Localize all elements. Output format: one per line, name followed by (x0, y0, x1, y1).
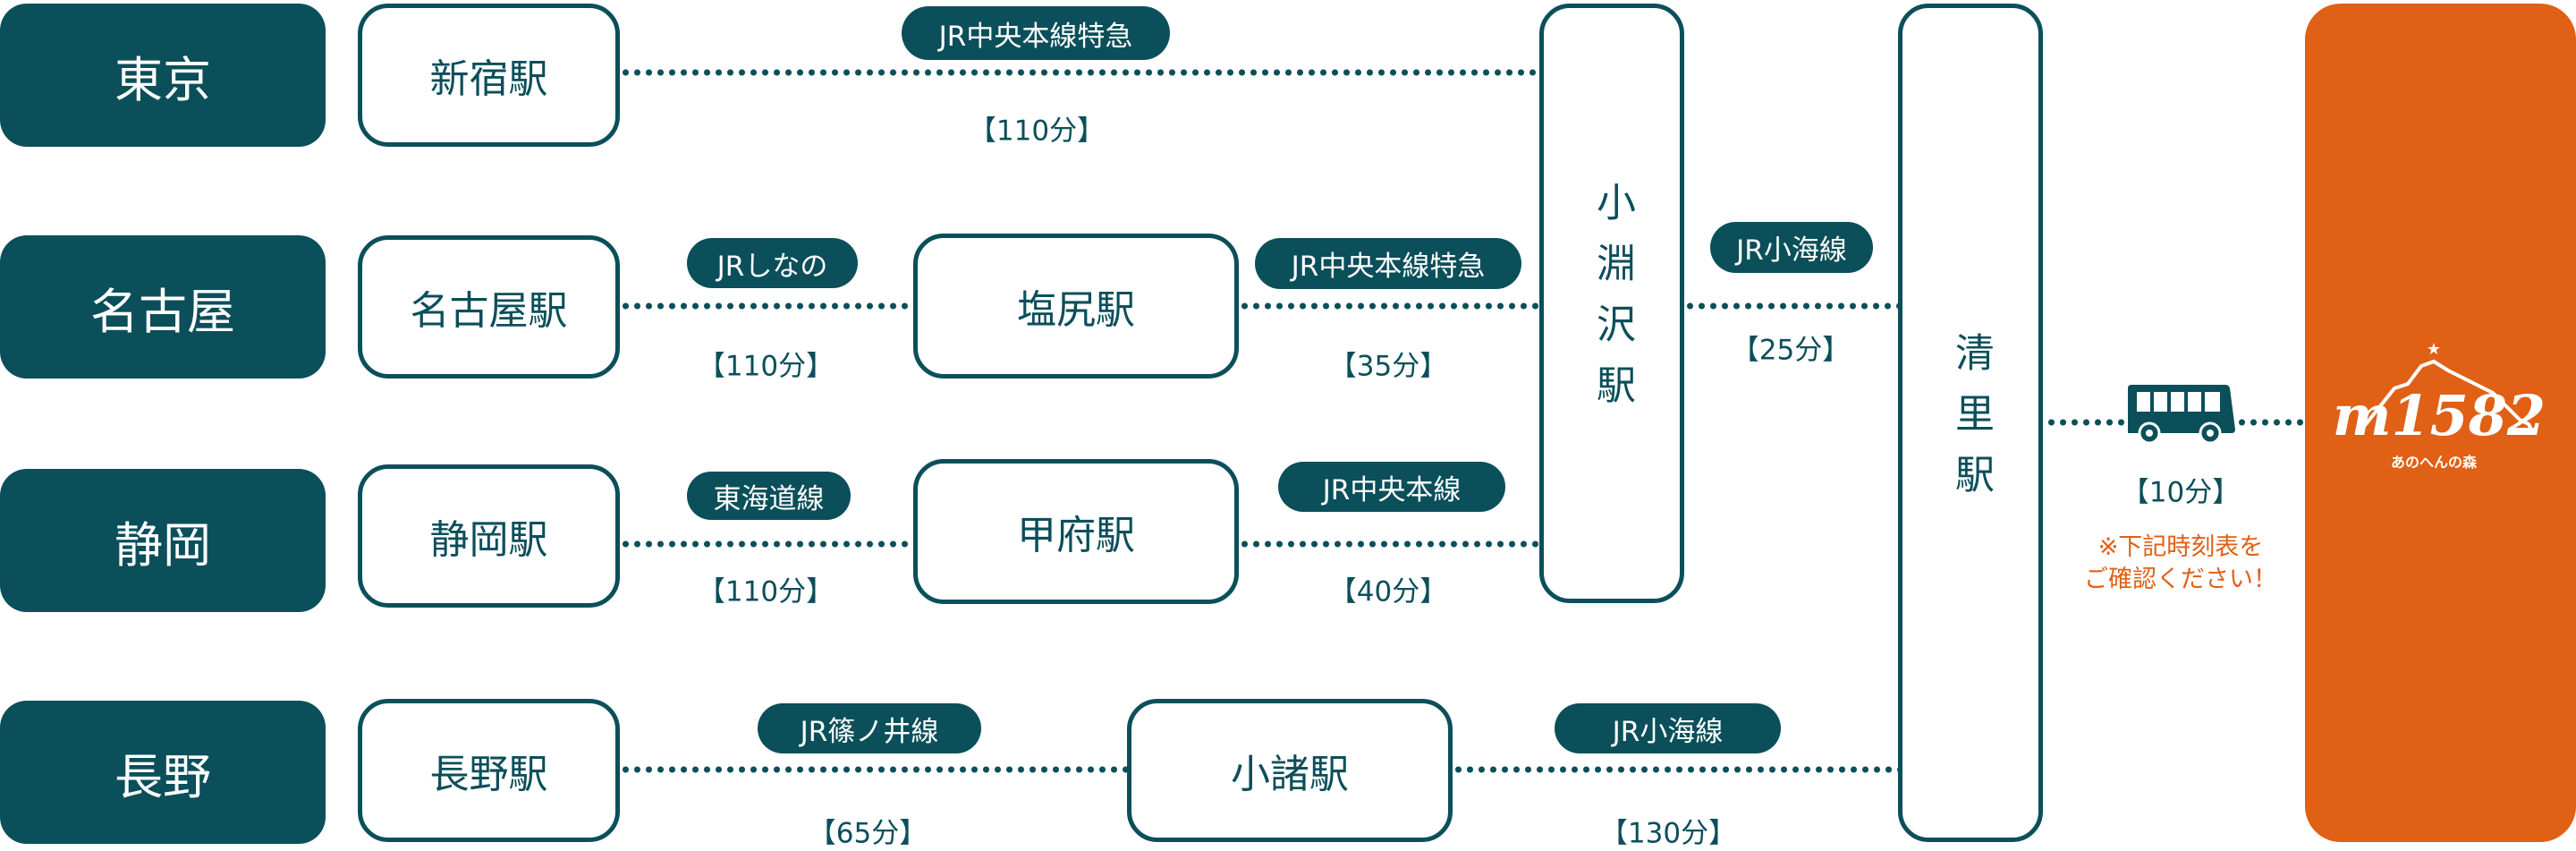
line-label-chuo-express: JR中央本線特急 (902, 6, 1170, 60)
logo-subtext: あのへんの森 (2391, 454, 2478, 471)
station-nagano: 長野駅 (358, 699, 620, 842)
station-kobuchizawa: 小淵沢駅 (1539, 4, 1684, 603)
svg-text:★: ★ (2427, 340, 2441, 359)
duration-kobuchizawa-kiyosato: 【25分】 (1731, 334, 1851, 367)
m1582-logo: ★ m1582 あのへんの森 (2333, 340, 2546, 471)
region-shizuoka: 静岡 (0, 469, 326, 612)
logo-text: m1582 (2333, 383, 2546, 448)
duration-nagano-komoro: 【65分】 (808, 817, 928, 850)
line-label-tokaido: 東海道線 (687, 472, 851, 520)
destination-panel: ★ m1582 あのへんの森 (2305, 4, 2576, 842)
line-label-shinano: JRしなの (687, 238, 858, 288)
note-line-1: ※下記時刻表を (2097, 533, 2264, 561)
duration-bus: 【10分】 (2121, 476, 2241, 509)
route-line-komoro-kiyosato (1453, 766, 1898, 773)
duration-kofu-kobuchizawa: 【40分】 (1328, 575, 1448, 608)
station-kiyosato: 清里駅 (1898, 4, 2043, 842)
region-nagoya: 名古屋 (0, 235, 326, 379)
route-line-bus-left (2046, 419, 2124, 426)
station-nagoya: 名古屋駅 (358, 235, 620, 379)
route-line-nagoya-shiojiri (620, 302, 913, 310)
route-line-shinjuku-kobuchizawa (620, 69, 1539, 76)
route-line-shizuoka-kofu (620, 540, 913, 548)
duration-komoro-kiyosato: 【130分】 (1599, 817, 1737, 850)
duration-shiojiri-kobuchizawa: 【35分】 (1328, 350, 1448, 383)
bus-timetable-note: ※下記時刻表を ご確認ください！ (2084, 532, 2277, 596)
region-tokyo: 東京 (0, 4, 326, 147)
route-line-bus-right (2236, 419, 2305, 426)
route-line-shiojiri-kobuchizawa (1239, 302, 1539, 310)
station-shizuoka: 静岡駅 (358, 464, 620, 608)
line-label-shinonoi: JR篠ノ井線 (758, 703, 981, 753)
bus-icon (2128, 385, 2235, 444)
duration-shizuoka-kofu: 【110分】 (697, 575, 835, 608)
route-line-kobuchizawa-kiyosato (1684, 302, 1898, 310)
station-shiojiri: 塩尻駅 (913, 234, 1239, 379)
region-nagano: 長野 (0, 701, 326, 844)
route-line-kofu-kobuchizawa (1239, 540, 1539, 548)
note-line-2: ご確認ください！ (2084, 566, 2277, 593)
station-kofu: 甲府駅 (913, 459, 1239, 604)
route-line-nagano-komoro (620, 766, 1127, 773)
station-shinjuku: 新宿駅 (358, 4, 620, 147)
station-komoro: 小諸駅 (1127, 699, 1453, 842)
line-label-chuo: JR中央本線 (1278, 462, 1505, 512)
line-label-chuo-express-shiojiri: JR中央本線特急 (1255, 238, 1521, 289)
duration-shinjuku-kobuchizawa: 【110分】 (968, 115, 1106, 148)
duration-nagoya-shiojiri: 【110分】 (697, 350, 835, 383)
line-label-koumi: JR小海線 (1710, 222, 1873, 273)
line-label-koumi-komoro: JR小海線 (1555, 703, 1781, 753)
